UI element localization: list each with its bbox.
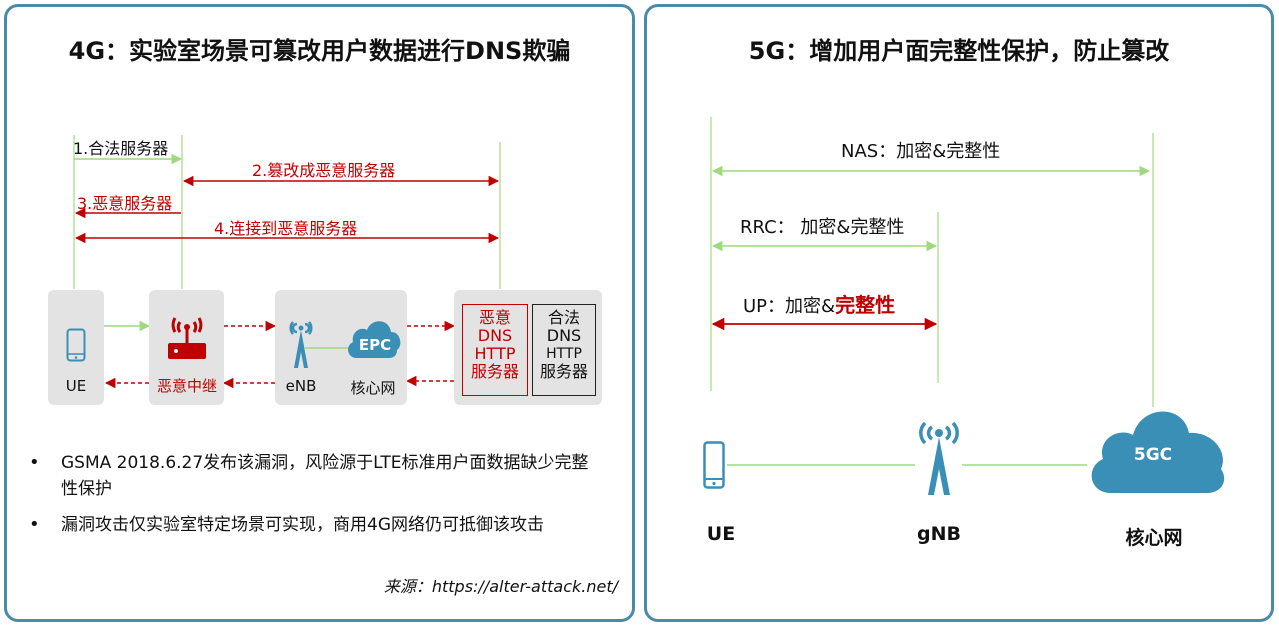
ue-node: UE bbox=[48, 290, 104, 405]
bullet-item-1: • GSMA 2018.6.27发布该漏洞，风险源于LTE标准用户面数据缺少完整… bbox=[29, 450, 619, 504]
step2-label: 2.篡改成恶意服务器 bbox=[252, 161, 396, 180]
antenna-icon bbox=[289, 321, 313, 368]
relay-node: 恶意中继 bbox=[149, 290, 224, 405]
ue-label: UE bbox=[65, 377, 87, 395]
protection-diagram bbox=[710, 117, 1154, 466]
bullet-text-1: GSMA 2018.6.27发布该漏洞，风险源于LTE标准用户面数据缺少完整性保… bbox=[61, 453, 589, 499]
legit-dns-line2: DNS bbox=[546, 326, 582, 345]
enb-label: eNB bbox=[285, 377, 317, 395]
rrc-label: RRC： 加密&完整性 bbox=[740, 217, 905, 238]
malicious-dns-line2: DNS bbox=[477, 326, 513, 345]
legit-dns-server: 合法 DNS HTTP 服务器 bbox=[532, 304, 596, 396]
legit-dns-line4: 服务器 bbox=[539, 362, 588, 381]
attack-flow-diagram bbox=[73, 135, 501, 389]
legit-dns-line3: HTTP bbox=[546, 346, 582, 362]
bullet-dot: • bbox=[29, 514, 40, 535]
relay-label: 恶意中继 bbox=[157, 377, 218, 395]
right-panel: 5G：增加用户面完整性保护，防止篡改 NAS：加密&完整性 RRC： 加密&完整… bbox=[644, 4, 1274, 622]
antenna-icon bbox=[919, 421, 959, 495]
gnb-label: gNB bbox=[917, 523, 961, 545]
core-label-4g: 核心网 bbox=[350, 379, 396, 397]
core-label-5g: 核心网 bbox=[1125, 527, 1183, 549]
right-panel-title: 5G：增加用户面完整性保护，防止篡改 bbox=[748, 37, 1170, 65]
phone-icon bbox=[703, 441, 725, 489]
ue-label-5g: UE bbox=[706, 523, 736, 545]
enb-epc-link bbox=[305, 347, 355, 349]
bullet-dot: • bbox=[29, 452, 40, 473]
up-label: UP：加密&完整性 bbox=[743, 289, 895, 318]
bullet-text-2: 漏洞攻击仅实验室特定场景可实现，商用4G网络仍可抵御该攻击 bbox=[61, 515, 544, 535]
up-label-highlight: 完整性 bbox=[835, 293, 896, 317]
malicious-dns-line3: HTTP bbox=[474, 344, 516, 363]
source-note: 来源：https://alter-attack.net/ bbox=[383, 577, 618, 596]
left-panel-title: 4G：实验室场景可篡改用户数据进行DNS欺骗 bbox=[68, 37, 571, 65]
step4-label: 4.连接到恶意服务器 bbox=[214, 219, 358, 238]
core-icon-label-5g: 5GC bbox=[1133, 445, 1173, 465]
malicious-router-icon bbox=[168, 317, 206, 359]
dns-servers-node: 恶意 DNS HTTP 服务器 合法 DNS HTTP 服务器 bbox=[454, 290, 602, 405]
up-label-prefix: UP：加密& bbox=[743, 296, 836, 317]
malicious-dns-line4: 服务器 bbox=[470, 362, 519, 381]
malicious-dns-line1: 恶意 bbox=[478, 308, 511, 327]
step1-label: 1.合法服务器 bbox=[73, 139, 169, 158]
left-panel: 4G：实验室场景可篡改用户数据进行DNS欺骗 1.合法服务器 bbox=[4, 4, 635, 622]
enb-core-node: EPC eNB 核心网 bbox=[275, 290, 407, 405]
step3-label: 3.恶意服务器 bbox=[77, 194, 173, 213]
malicious-dns-server: 恶意 DNS HTTP 服务器 bbox=[462, 304, 528, 396]
cloud-icon bbox=[1091, 411, 1225, 493]
phone-icon bbox=[66, 328, 86, 362]
bullet-item-2: • 漏洞攻击仅实验室特定场景可实现，商用4G网络仍可抵御该攻击 bbox=[29, 512, 619, 566]
legit-dns-line1: 合法 bbox=[547, 308, 580, 327]
epc-cloud-icon bbox=[348, 321, 401, 358]
epc-icon-label: EPC bbox=[358, 336, 392, 354]
nas-label: NAS：加密&完整性 bbox=[841, 141, 1001, 162]
